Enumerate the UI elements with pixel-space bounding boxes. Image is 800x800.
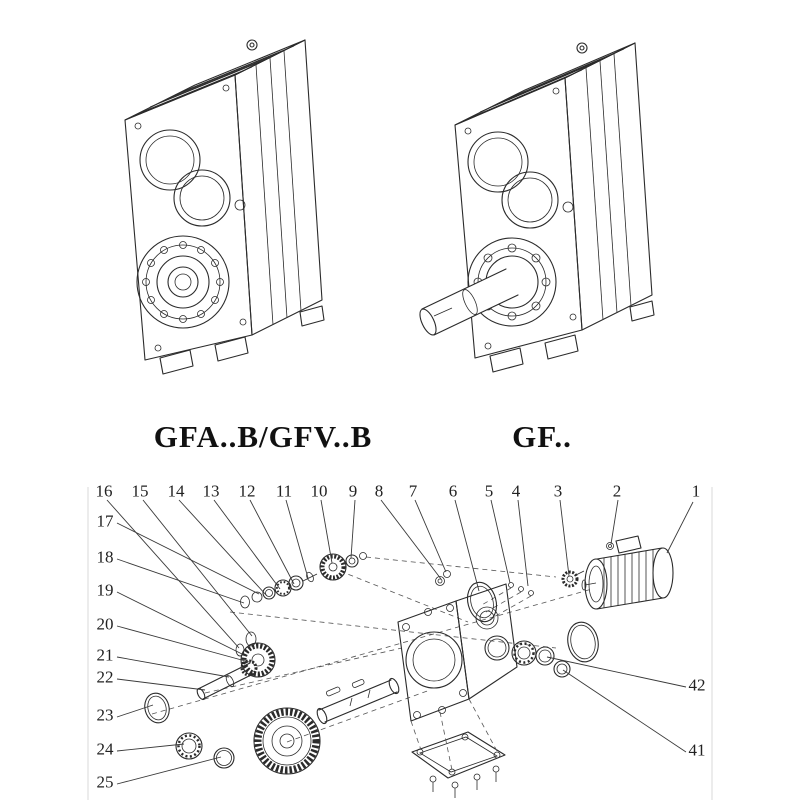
filler-plug [576, 42, 588, 54]
terminal-box [615, 535, 642, 554]
left-seal-ring [144, 692, 170, 724]
callout-22: 22 [96, 667, 114, 687]
exploded-output-shaft [316, 677, 400, 725]
callout-12: 12 [238, 481, 256, 501]
callout-24: 24 [96, 739, 114, 759]
callout-20: 20 [96, 614, 114, 634]
cover-bolts [429, 765, 500, 798]
side-ribs [255, 50, 302, 326]
callout-14: 14 [167, 481, 185, 501]
callout-42: 42 [688, 675, 706, 695]
left-bearing [175, 732, 203, 760]
callout-21: 21 [96, 645, 114, 665]
mounting-feet [489, 300, 655, 373]
caption-right-model: GF.. [512, 419, 572, 454]
gearbox-right-drawing [419, 42, 655, 373]
output-bearing-boss [136, 235, 230, 329]
cooling-fins [132, 45, 295, 117]
callout-4: 4 [511, 481, 521, 501]
callout-17: 17 [96, 511, 114, 531]
input-gear-set [319, 552, 367, 581]
leader-lines [106, 499, 694, 785]
corner-screws [134, 84, 247, 352]
filler-plug [246, 39, 258, 51]
mounting-feet [159, 305, 325, 375]
callout-19: 19 [96, 580, 114, 600]
callout-2: 2 [612, 481, 622, 501]
output-gear [253, 707, 321, 775]
callout-7: 7 [408, 481, 418, 501]
motor-pinion [561, 570, 585, 588]
cooling-fins [462, 48, 625, 122]
fastener-bolts [435, 570, 534, 619]
side-ribs [585, 53, 632, 321]
callout-15: 15 [131, 481, 149, 501]
shaft-key [325, 686, 341, 697]
callout-13: 13 [202, 481, 220, 501]
motor-drawing [581, 535, 674, 610]
pinion-shaft [196, 659, 258, 701]
input-bore-circles [467, 131, 574, 229]
callout-3: 3 [553, 481, 563, 501]
intermediate-gear [240, 642, 276, 678]
caption-left-model: GFA..B/GFV..B [153, 419, 373, 454]
gearbox-left-drawing [124, 39, 325, 375]
callout-9: 9 [348, 481, 358, 501]
bottom-cover-plate [410, 698, 506, 798]
gasket-ring [466, 581, 498, 623]
callout-1: 1 [691, 481, 701, 501]
page-edge-lines [87, 487, 713, 800]
assembly-axis-lines [151, 556, 593, 743]
callout-10: 10 [310, 481, 328, 501]
corner-screws [464, 87, 577, 350]
callout-8: 8 [374, 481, 384, 501]
output-shaft [419, 268, 519, 336]
callout-23: 23 [96, 705, 114, 725]
right-bearing-set [484, 621, 599, 678]
housing-drawing [397, 583, 518, 722]
callout-5: 5 [484, 481, 494, 501]
callout-6: 6 [448, 481, 458, 501]
callout-25: 25 [96, 772, 114, 792]
callout-18: 18 [96, 547, 114, 567]
callout-11: 11 [275, 481, 293, 501]
callout-41: 41 [688, 740, 706, 760]
lifting-eyebolt [606, 542, 614, 550]
shaft-key [351, 679, 365, 688]
callout-16: 16 [95, 481, 113, 501]
input-bore-circles [139, 129, 246, 227]
